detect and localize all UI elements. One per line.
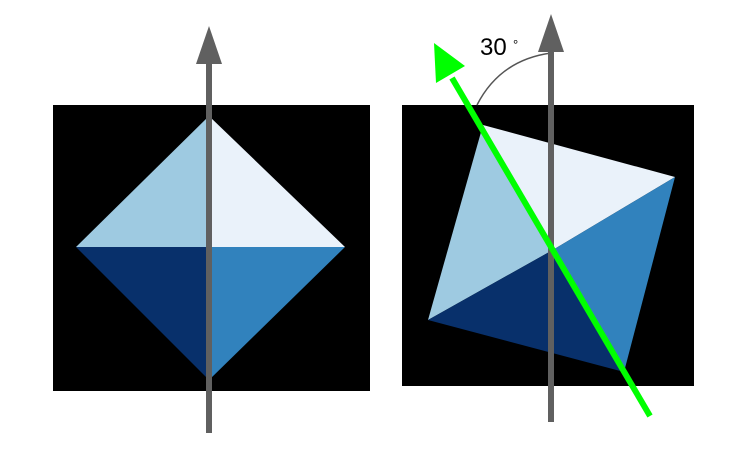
left-bottom-right-face	[209, 247, 345, 380]
right-panel: 30 °	[402, 14, 694, 422]
right-vertical-axis-arrowhead	[538, 14, 564, 52]
right-top-right-face	[483, 125, 675, 251]
rotated-axis	[449, 76, 653, 418]
angle-arc	[476, 52, 552, 106]
angle-label: 30	[480, 34, 507, 61]
degree-mark: °	[513, 37, 518, 52]
left-top-right-face	[209, 116, 345, 247]
right-bottom-left-face	[428, 251, 624, 372]
left-top-left-face	[76, 116, 209, 247]
rotated-axis-arrowhead	[434, 43, 465, 83]
right-bottom-right-face	[551, 177, 675, 372]
right-top-left-face	[428, 125, 551, 320]
left-vertical-axis-arrowhead	[196, 26, 222, 64]
left-bottom-left-face	[76, 247, 209, 380]
left-panel	[53, 26, 370, 433]
